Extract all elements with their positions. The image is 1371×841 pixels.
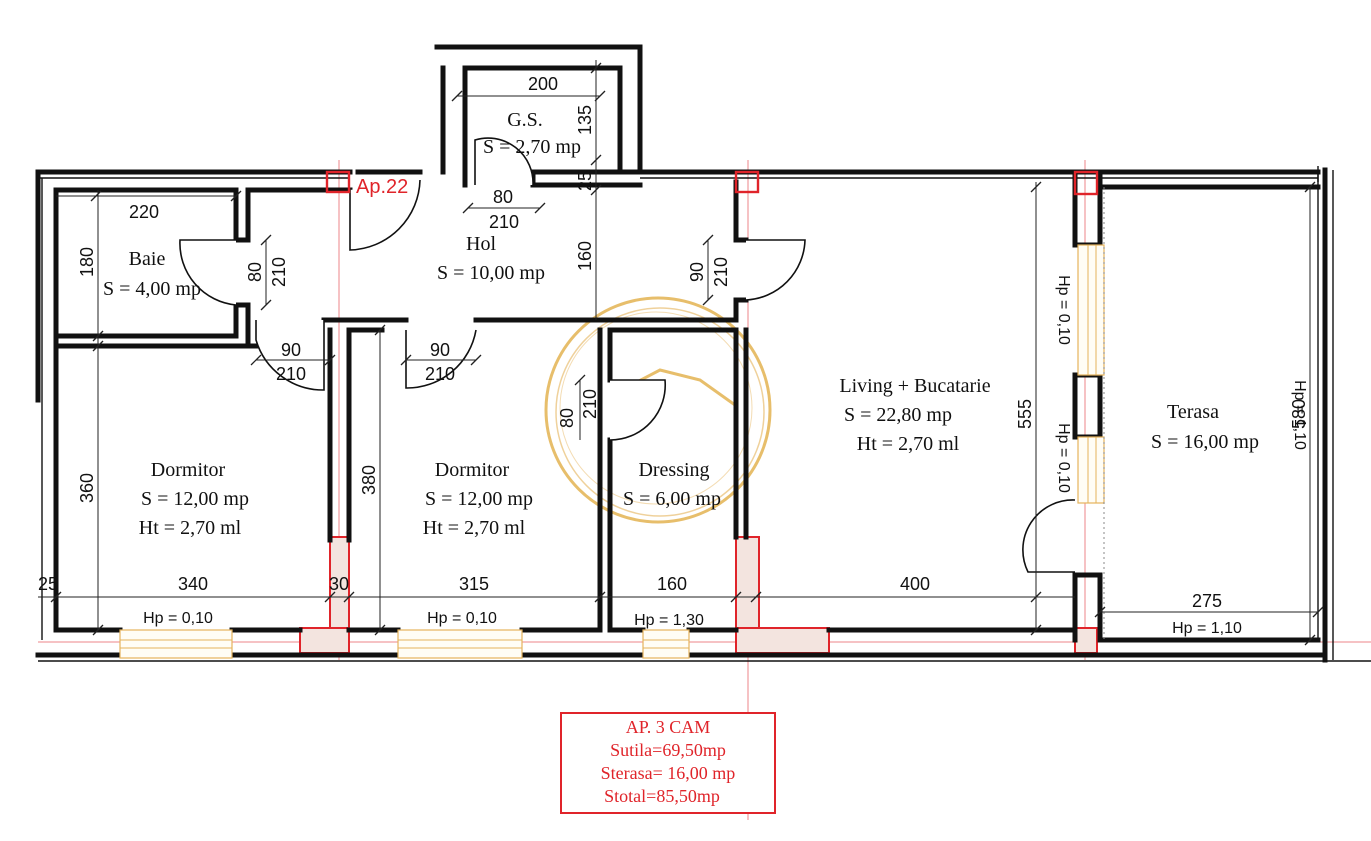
dim-dorm2-door-h: 210 xyxy=(425,364,455,384)
summary-total: Stotal=85,50mp xyxy=(604,786,720,806)
dressing-area: S = 6,00 mp xyxy=(623,488,721,510)
dim-terasa-depth: 580 xyxy=(1289,399,1309,429)
dim-living-depth: 555 xyxy=(1015,399,1035,429)
dim-dressing-door-w: 80 xyxy=(557,408,577,428)
hol-area: S = 10,00 mp xyxy=(437,262,545,284)
dim-baie-width: 220 xyxy=(129,202,159,222)
dressing-name: Dressing xyxy=(638,459,709,481)
room-labels: G.S. S = 2,70 mp Hol S = 10,00 mp Baie S… xyxy=(103,109,1259,539)
dim-gs-door-w: 80 xyxy=(493,187,513,207)
dorm2-area: S = 12,00 mp xyxy=(425,488,533,510)
dim-dorm1-width: 340 xyxy=(178,574,208,594)
summary-terrace: Sterasa= 16,00 mp xyxy=(601,763,736,783)
dim-living-door-h: 210 xyxy=(711,257,731,287)
hp-dorm1-window: Hp = 0,10 xyxy=(143,610,213,627)
dorm1-height: Ht = 2,70 ml xyxy=(139,517,242,539)
dim-dorm1-door-w: 90 xyxy=(281,340,301,360)
dorm1-name: Dormitor xyxy=(151,459,226,481)
dimension-lines xyxy=(38,60,1324,646)
living-name: Living + Bucatarie xyxy=(839,375,990,397)
axis-markers xyxy=(325,170,1099,196)
walls xyxy=(35,44,1371,663)
hatched-walls xyxy=(299,536,1098,654)
parapet-labels: Hp = 0,10 Hp = 0,10 Hp = 1,30 Hp = 1,10 … xyxy=(143,275,1308,637)
terasa-name: Terasa xyxy=(1167,401,1219,423)
apartment-marker: Ap.22 xyxy=(356,176,408,198)
dorm2-name: Dormitor xyxy=(435,459,510,481)
windows xyxy=(119,187,1105,659)
dorm2-height: Ht = 2,70 ml xyxy=(423,517,526,539)
hp-terasa-right: Hp = 1,10 xyxy=(1291,380,1308,450)
dim-gs-depth: 135 xyxy=(575,105,595,135)
hp-dorm2-window: Hp = 0,10 xyxy=(427,610,497,627)
dim-dorm2-depth: 380 xyxy=(359,465,379,495)
dim-dorm2-width: 315 xyxy=(459,574,489,594)
dim-hol-depth: 160 xyxy=(575,241,595,271)
dim-baie-door-h: 210 xyxy=(269,257,289,287)
summary-box: AP. 3 CAM Sutila=69,50mp Sterasa= 16,00 … xyxy=(560,712,776,814)
dim-gs-door-h: 210 xyxy=(489,212,519,232)
living-height: Ht = 2,70 ml xyxy=(857,433,960,455)
living-area: S = 22,80 mp xyxy=(844,404,952,426)
dim-dressing-door-h: 210 xyxy=(580,389,600,419)
dim-living-width: 400 xyxy=(900,574,930,594)
dim-dressing-width: 160 xyxy=(657,574,687,594)
summary-useful: Sutila=69,50mp xyxy=(610,740,726,760)
hol-name: Hol xyxy=(466,233,496,255)
dim-dorm1-door-h: 210 xyxy=(276,364,306,384)
dim-bottom-wall-left: 25 xyxy=(38,574,58,594)
dim-baie-depth: 180 xyxy=(77,247,97,277)
hp-dressing-window: Hp = 1,30 xyxy=(634,612,704,629)
dim-living-door-w: 90 xyxy=(687,262,707,282)
terasa-area: S = 16,00 mp xyxy=(1151,431,1259,453)
dim-gs-wall: 25 xyxy=(575,171,595,191)
gs-area: S = 2,70 mp xyxy=(483,136,581,158)
dim-baie-door-w: 80 xyxy=(245,262,265,282)
baie-name: Baie xyxy=(129,248,166,270)
hp-living-window-top: Hp = 0,10 xyxy=(1055,275,1072,345)
baie-area: S = 4,00 mp xyxy=(103,278,201,300)
dim-terasa-width: 275 xyxy=(1192,591,1222,611)
dim-dorm2-door-w: 90 xyxy=(430,340,450,360)
dorm1-area: S = 12,00 mp xyxy=(141,488,249,510)
dim-gs-width: 200 xyxy=(528,74,558,94)
hp-terasa-bottom: Hp = 1,10 xyxy=(1172,620,1242,637)
dimension-labels: 200 135 25 80 210 160 220 180 80 210 90 … xyxy=(38,74,1309,611)
gs-name: G.S. xyxy=(507,109,543,131)
summary-title: AP. 3 CAM xyxy=(626,717,711,737)
dim-partition: 30 xyxy=(329,574,349,594)
hp-living-window-bottom: Hp = 0,10 xyxy=(1055,423,1072,493)
dim-dorm1-depth: 360 xyxy=(77,473,97,503)
